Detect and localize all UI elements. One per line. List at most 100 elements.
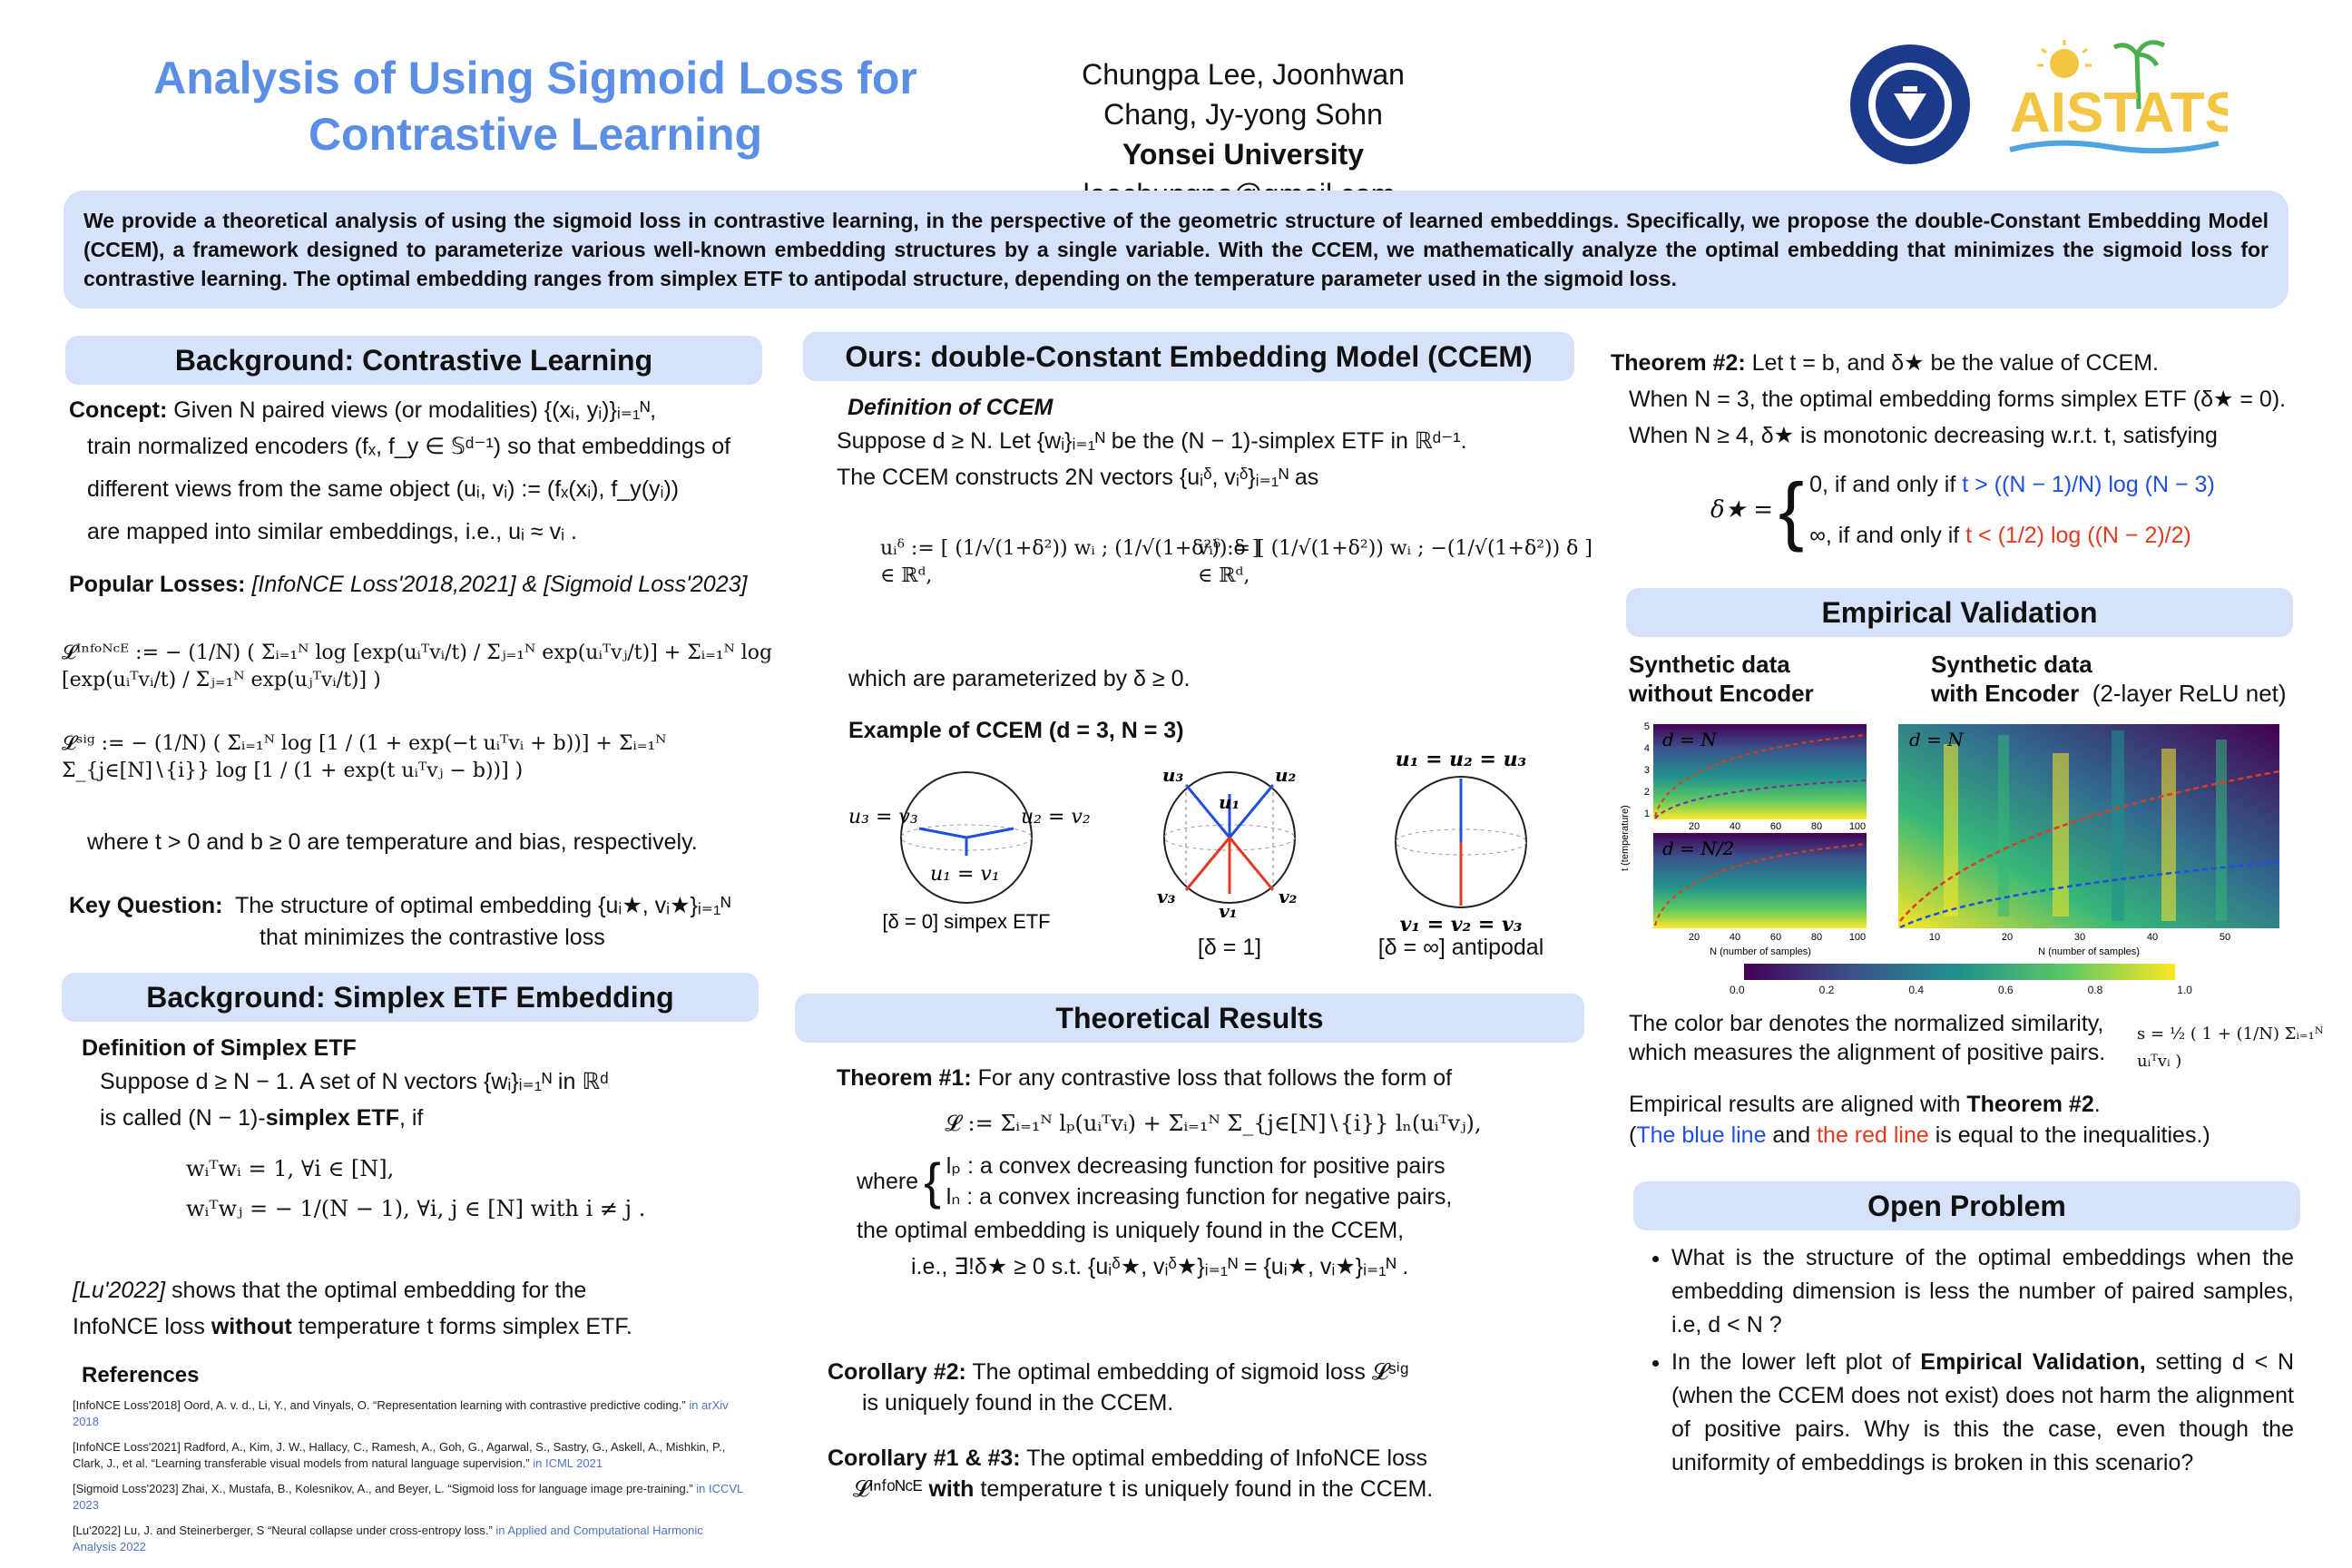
y-tick: 2 (1644, 787, 1650, 798)
fig2-label-u3: u₃ (1162, 764, 1184, 786)
aligned-text-b: Theorem #2 (1966, 1092, 2094, 1117)
theorem2-line3: When N ≥ 4, δ★ is monotonic decreasing w… (1629, 423, 2218, 448)
reference-venue: in arXiv 2018 (73, 1398, 729, 1428)
corollary2-text1: The optimal embedding of sigmoid loss 𝓛ˢ… (965, 1359, 1409, 1385)
etf-def-line2c: , if (398, 1105, 424, 1131)
fig2-label-u1: u₁ (1219, 791, 1240, 813)
theorem2-lhs: δ★ = (1710, 496, 1774, 524)
aistats-logo: AISTATS (2009, 40, 2228, 154)
x-tick: 60 (1770, 821, 1781, 832)
theorem2-label: Theorem #2: (1611, 350, 1746, 376)
colorbar-tick: 0.2 (1818, 984, 1835, 996)
section-header-background-cl: Background: Contrastive Learning (65, 336, 762, 385)
sigmoid-equation: 𝓛ˢⁱᵍ := − (1/N) ( Σᵢ₌₁ᴺ log [1 / (1 + ex… (62, 732, 667, 782)
concept-line1: Given N paired views (or modalities) {(x… (173, 397, 657, 423)
x-tick: 80 (1811, 932, 1822, 943)
theorem2-case1a: 0, if and only if (1809, 472, 1963, 497)
lu-remark: [Lu'2022] shows that the optimal embeddi… (73, 1272, 728, 1345)
open-item2-a: In the lower left plot of (1671, 1349, 1921, 1375)
theorem2: Theorem #2: Let t = b, and δ★ be the val… (1611, 345, 2328, 561)
colorbar-description: The color bar denotes the normalized sim… (1629, 1009, 2137, 1067)
reference-text: [Sigmoid Loss'2023] Zhai, X., Mustafa, B… (73, 1482, 693, 1495)
plot-c-label: d = N (1909, 729, 1965, 750)
ccem-param-line: which are parameterized by δ ≥ 0. (848, 666, 1191, 691)
caption-delta-0: [δ = 0] simpex ETF (882, 910, 1050, 933)
etf-def-line1: Suppose d ≥ N − 1. A set of N vectors {w… (100, 1069, 609, 1094)
panel1-title-line2: without Encoder (1629, 680, 1814, 707)
reference-venue: in ICML 2021 (529, 1456, 603, 1470)
fig3-label-bottom: v₁ = v₂ = v₃ (1400, 913, 1523, 935)
y-tick: 4 (1644, 743, 1650, 754)
section-header-background-etf: Background: Simplex ETF Embedding (62, 973, 759, 1022)
colorbar-tick: 0.8 (2087, 984, 2103, 996)
aligned-text-a: Empirical results are aligned with (1629, 1092, 1967, 1117)
reference-item: [InfoNCE Loss'2021] Radford, A., Kim, J.… (73, 1439, 749, 1472)
x-tick: 20 (1689, 821, 1700, 832)
corollary13: Corollary #1 & #3: The optimal embedding… (828, 1443, 1581, 1504)
similarity-formula: s = ½ ( 1 + (1/N) Σᵢ₌₁ᴺ uᵢᵀvᵢ ) (2137, 1024, 2324, 1071)
corollary2: Corollary #2: The optimal embedding of s… (828, 1357, 1581, 1418)
line-note-c: is equal to the inequalities.) (1928, 1122, 2210, 1148)
concept-line2: train normalized encoders (fₓ, f_y ∈ 𝕊ᵈ⁻… (87, 434, 731, 459)
brace-glyph: { (924, 1152, 941, 1210)
section-header-open-problem: Open Problem (1633, 1181, 2300, 1230)
empirical-alignment: Empirical results are aligned with Theor… (1629, 1089, 2318, 1151)
reference-text: [Lu'2022] Lu, J. and Steinerberger, S “N… (73, 1524, 493, 1537)
fig2-label-v3: v₃ (1157, 886, 1176, 907)
losses-label: Popular Losses: (69, 572, 246, 597)
concept-line3: different views from the same object (uᵢ… (87, 476, 680, 502)
abstract: We provide a theoretical analysis of usi… (64, 191, 2288, 309)
reference-text: [InfoNCE Loss'2018] Oord, A. v. d., Li, … (73, 1398, 686, 1412)
reference-venue: in Applied and Computational Harmonic An… (73, 1524, 703, 1553)
theorem2-case2b: t < (1/2) log ((N − 2)/2) (1965, 523, 2191, 548)
lu-ref: [Lu'2022] (73, 1278, 166, 1303)
concept-line4: are mapped into similar embeddings, i.e.… (87, 519, 577, 544)
corollary13-text2c: temperature t is uniquely found in the C… (974, 1476, 1434, 1502)
caption-delta-inf: [δ = ∞] antipodal (1377, 935, 1544, 960)
ccem-eq-u: uᵢᵟ := [ (1/√(1+δ²)) wᵢ ; (1/√(1+δ²)) δ … (880, 537, 1260, 587)
yonsei-seal-logo (1850, 44, 1970, 164)
etf-def-line2a: is called (N − 1)- (100, 1105, 266, 1131)
ccem-figure-antipodal: u₁ = u₂ = u₃ v₁ = v₂ = v₃ (1395, 748, 1527, 935)
theorem1-ie: i.e., ∃!δ★ ≥ 0 s.t. {uᵢᵟ★, vᵢᵟ★}ᵢ₌₁ᴺ = {… (911, 1254, 1409, 1279)
colorbar-tick: 0.0 (1730, 984, 1745, 996)
panel2-title: Synthetic data with Encoder (2-layer ReL… (1931, 650, 2287, 708)
line-note-blue: The blue line (1636, 1122, 1767, 1148)
x-tick: 20 (1689, 932, 1700, 943)
open-item2-b: Empirical Validation, (1920, 1349, 2146, 1375)
theorem2-brace: { (1779, 467, 1805, 553)
theorem2-case1b: t > ((N − 1)/N) log (N − 3) (1962, 472, 2215, 497)
ccem-figure-etf: u₃ = v₃ u₂ = v₂ u₁ = v₁ [δ = 0] simpex E… (848, 771, 1091, 933)
colorbar-tick: 0.4 (1908, 984, 1924, 996)
corollary2-text2: is uniquely found in the CCEM. (862, 1390, 1174, 1416)
theorem1-where: where (857, 1169, 919, 1194)
concept-label: Concept: (69, 397, 168, 423)
open-item2-c: setting d < N (when the CCEM does not ex… (1671, 1349, 2294, 1475)
plot-a-label: d = N (1662, 729, 1718, 750)
theorem1-lp: lₚ : a convex decreasing function for po… (946, 1153, 1446, 1179)
ccem-example-label: Example of CCEM (d = 3, N = 3) (848, 718, 1184, 743)
corollary13-text2a: 𝓛ᴵⁿᶠᵒᴺᶜᴱ (853, 1476, 929, 1502)
losses-refs: [InfoNCE Loss'2018,2021] & [Sigmoid Loss… (251, 572, 748, 597)
open-problem-item-1: What is the structure of the optimal emb… (1671, 1241, 2294, 1342)
panel1-title: Synthetic data without Encoder (1629, 650, 1814, 708)
theorem2-line1: Let t = b, and δ★ be the value of CCEM. (1745, 350, 2159, 376)
etf-def-label: Definition of Simplex ETF (82, 1035, 357, 1061)
theorem1-ln: lₙ : a convex increasing function for ne… (946, 1184, 1453, 1210)
aligned-text-c: . (2093, 1092, 2101, 1117)
etf-eq2: wᵢᵀwⱼ = − 1/(N − 1), ∀i, j ∈ [N] with i … (186, 1196, 646, 1221)
section-header-empirical: Empirical Validation (1626, 588, 2293, 637)
x-tick: 40 (1730, 932, 1740, 943)
x-tick: 50 (2220, 932, 2230, 943)
etf-def-line2b: simplex ETF (265, 1105, 399, 1131)
etf-eq1: wᵢᵀwᵢ = 1, ∀i ∈ [N], (186, 1156, 395, 1181)
colorbar-ticks: 0.0 0.2 0.4 0.6 0.8 1.0 (1730, 984, 2192, 996)
y-tick: 5 (1644, 721, 1650, 732)
caption-delta-1: [δ = 1] (1197, 935, 1262, 960)
line-note-a: ( (1629, 1122, 1637, 1148)
x-tick: 60 (1770, 932, 1781, 943)
key-question-line1: The structure of optimal embedding {uᵢ★,… (234, 893, 731, 918)
panel1-title-line1: Synthetic data (1629, 651, 1790, 678)
lu-text2c: temperature t forms simplex ETF. (291, 1314, 632, 1339)
section-header-theory: Theoretical Results (795, 994, 1584, 1043)
